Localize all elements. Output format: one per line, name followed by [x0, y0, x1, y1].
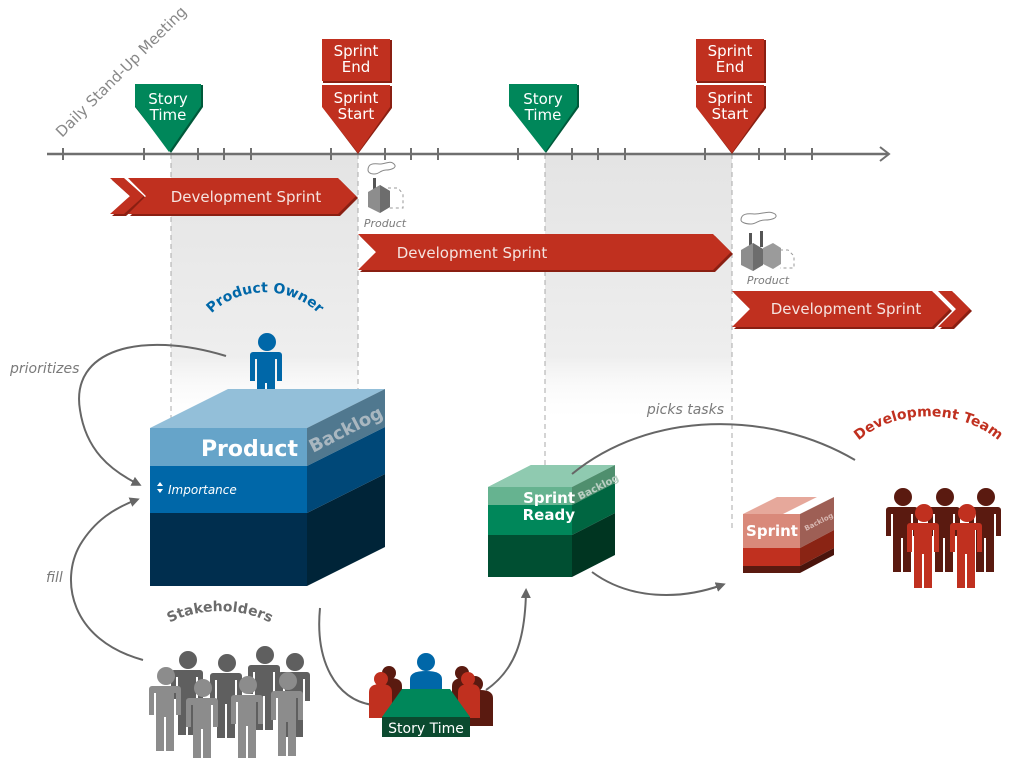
svg-text:Story: Story	[523, 90, 563, 108]
svg-text:Start: Start	[338, 105, 375, 123]
svg-text:Sprint: Sprint	[746, 522, 798, 540]
fill-label: fill	[46, 570, 63, 586]
development-sprint-2: Development Sprint	[358, 234, 733, 272]
factory-icon-2: Product	[740, 211, 795, 287]
svg-text:Importance: Importance	[168, 483, 237, 497]
svg-text:Sprint: Sprint	[334, 89, 379, 107]
prioritizes-label: prioritizes	[9, 361, 79, 377]
product-backlog-cube: Product Backlog Importance	[150, 389, 386, 586]
svg-text:End: End	[342, 58, 371, 76]
svg-text:Product: Product	[364, 217, 407, 230]
development-team-label: Development Team	[851, 404, 1006, 444]
timeline-axis	[47, 146, 891, 162]
svg-text:Product: Product	[201, 437, 299, 462]
svg-text:Time: Time	[149, 106, 187, 124]
sprint-backlog-cube: Sprint Backlog	[743, 497, 835, 573]
to-sprint-ready-arrow	[485, 588, 531, 691]
svg-text:Ready: Ready	[523, 506, 576, 524]
svg-text:Development Sprint: Development Sprint	[397, 244, 548, 262]
story-time-marker-1: Story Time	[135, 84, 203, 153]
to-story-time-arrow	[318, 607, 374, 706]
development-sprint-1: Development Sprint	[110, 178, 358, 216]
svg-text:Story: Story	[148, 90, 188, 108]
development-team-group	[886, 488, 1001, 588]
factory-icon-1: Product	[364, 161, 407, 230]
picks-tasks-label: picks tasks	[646, 402, 724, 418]
svg-text:End: End	[716, 58, 745, 76]
svg-text:Sprint: Sprint	[334, 42, 379, 60]
svg-text:Development Sprint: Development Sprint	[771, 300, 922, 318]
picks-tasks-arrow	[571, 423, 856, 475]
svg-text:Sprint: Sprint	[708, 42, 753, 60]
guide-lines	[170, 154, 733, 530]
svg-text:Product: Product	[747, 274, 790, 287]
stakeholders-label: Stakeholders	[165, 599, 276, 626]
svg-text:Sprint: Sprint	[523, 489, 575, 507]
importance-sort-icon	[157, 482, 163, 493]
stakeholders-group	[149, 646, 310, 758]
svg-text:Time: Time	[524, 106, 562, 124]
sprint-marker-2: Sprint End Sprint Start	[696, 39, 766, 154]
svg-text:Sprint: Sprint	[708, 89, 753, 107]
to-sprint-backlog-arrow	[591, 571, 726, 596]
svg-text:Story Time: Story Time	[388, 721, 464, 737]
story-time-marker-2: Story Time	[509, 84, 579, 153]
fill-arrow	[69, 497, 144, 661]
shade-column-2	[545, 154, 732, 424]
svg-text:Start: Start	[712, 105, 749, 123]
svg-text:Development Sprint: Development Sprint	[171, 188, 322, 206]
story-time-meeting: Story Time	[369, 653, 493, 737]
sprint-ready-cube: Sprint Ready Backlog	[488, 465, 621, 577]
sprint-marker-1: Sprint End Sprint Start	[322, 39, 392, 154]
prioritizes-arrow	[78, 343, 227, 486]
development-sprint-3: Development Sprint	[732, 291, 972, 329]
